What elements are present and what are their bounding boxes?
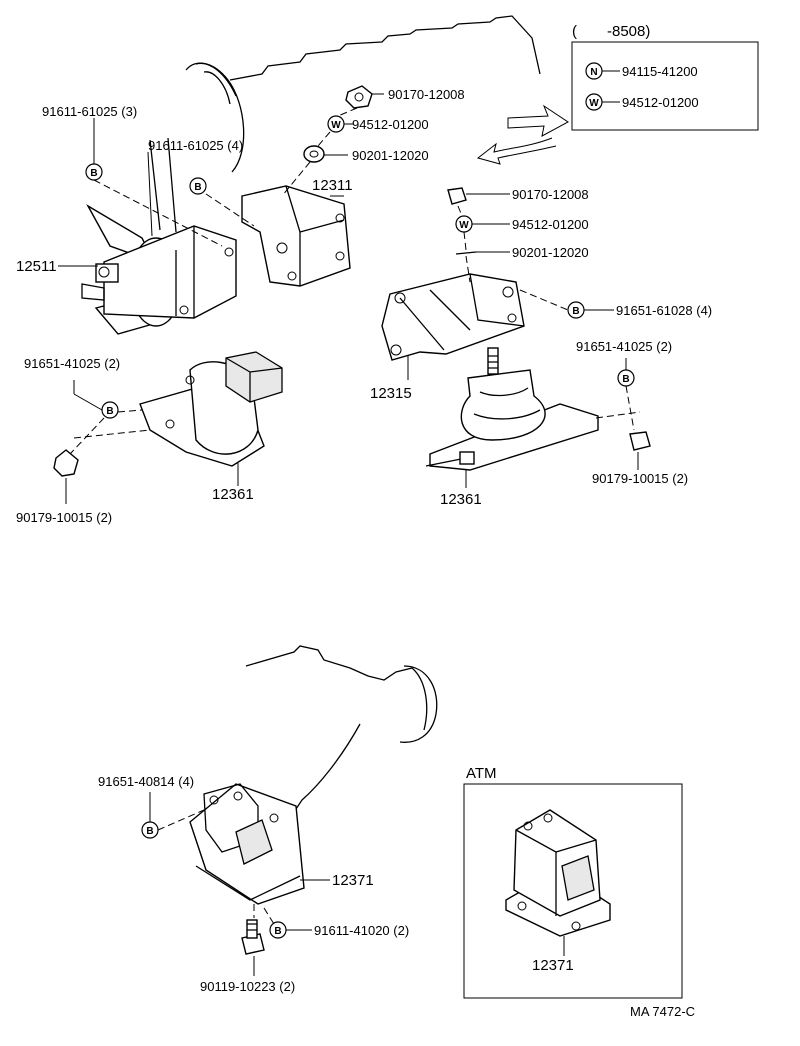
direction-arrows [476, 104, 569, 165]
bolt-symbol-icon: B [567, 301, 585, 319]
engine-mount-insulator-12361-right [425, 347, 599, 471]
engine-mount-bracket-12311 [241, 185, 351, 287]
label-90201-12020-a: 90201-12020 [352, 148, 429, 163]
label-90179-10015-right: 90179-10015 (2) [592, 471, 688, 486]
washer-symbol-icon: W [455, 215, 473, 233]
label-91611-61025-4: 91611-61025 (4) [148, 138, 243, 153]
legend: ( -8508) N 94115-41200 W 94512-01200 [571, 23, 759, 131]
engine-block-outline [185, 15, 541, 173]
atm-box-frame [463, 783, 683, 999]
rear-engine-mount-12371 [189, 783, 305, 905]
legend-box [571, 41, 759, 131]
svg-text:B: B [90, 168, 97, 179]
legend-washer-part: 94512-01200 [622, 95, 699, 110]
transmission-outline [245, 645, 438, 813]
bolt-symbol-icon: B [141, 821, 159, 839]
engine-mount-insulator-12361-left [139, 351, 283, 467]
bolt-symbol-icon: B [189, 177, 207, 195]
label-12371: 12371 [332, 872, 374, 889]
legend-range: ( -8508) [572, 23, 650, 40]
label-91651-61028: 91651-61028 (4) [616, 303, 712, 318]
label-91611-41020: 91611-41020 (2) [314, 923, 409, 938]
svg-text:B: B [274, 926, 281, 937]
part-labels: 91611-61025 (3) 91611-61025 (4) 90170-12… [16, 87, 712, 1019]
bolt-symbol-icon: B [269, 921, 287, 939]
engine-mount-bracket-12511 [81, 225, 237, 319]
label-12511: 12511 [16, 258, 57, 275]
label-90170-12008-b: 90170-12008 [512, 187, 589, 202]
svg-text:W: W [331, 120, 341, 131]
label-90119-10223: 90119-10223 (2) [200, 979, 295, 994]
svg-text:B: B [572, 306, 579, 317]
label-91651-41025-right: 91651-41025 (2) [576, 339, 672, 354]
label-12361-right: 12361 [440, 491, 482, 508]
label-91611-61025-3: 91611-61025 (3) [42, 104, 137, 119]
nut-symbol-icon: N [585, 62, 603, 80]
svg-text:W: W [459, 220, 469, 231]
label-12361-left: 12361 [212, 486, 254, 503]
svg-text:N: N [590, 67, 597, 78]
label-12311: 12311 [312, 177, 353, 194]
bolt-symbol-icon: B [101, 401, 119, 419]
bolt-symbol-icon: B [617, 369, 635, 387]
hardware-top-center [303, 85, 373, 163]
label-12315: 12315 [370, 385, 412, 402]
legend-nut-part: 94115-41200 [622, 64, 698, 79]
label-12371-atm: 12371 [532, 957, 574, 974]
atm-variant-box: ATM [463, 765, 683, 999]
washer-symbol-icon: W [327, 115, 345, 133]
label-91651-41025-left: 91651-41025 (2) [24, 356, 120, 371]
label-90179-10015-left: 90179-10015 (2) [16, 510, 112, 525]
label-90170-12008-a: 90170-12008 [388, 87, 465, 102]
svg-text:B: B [194, 182, 201, 193]
bolt-90119-10223 [241, 919, 265, 955]
bolt-symbol-icon: B [85, 163, 103, 181]
engine-mount-bracket-12315 [381, 273, 525, 361]
label-94512-01200-b: 94512-01200 [512, 217, 589, 232]
label-91651-40814: 91651-40814 (4) [98, 774, 194, 789]
fastener-symbols: B B W W B B B B B [85, 115, 635, 939]
diagram-code: MA 7472-C [630, 1004, 695, 1019]
svg-text:B: B [146, 826, 153, 837]
label-90201-12020-b: 90201-12020 [512, 245, 589, 260]
svg-text:W: W [589, 98, 599, 109]
hardware-top-right [53, 187, 651, 477]
washer-symbol-icon: W [585, 93, 603, 111]
leader-lines [58, 93, 641, 976]
svg-text:B: B [106, 406, 113, 417]
atm-title: ATM [466, 765, 497, 782]
svg-text:B: B [622, 374, 629, 385]
label-94512-01200-a: 94512-01200 [352, 117, 429, 132]
